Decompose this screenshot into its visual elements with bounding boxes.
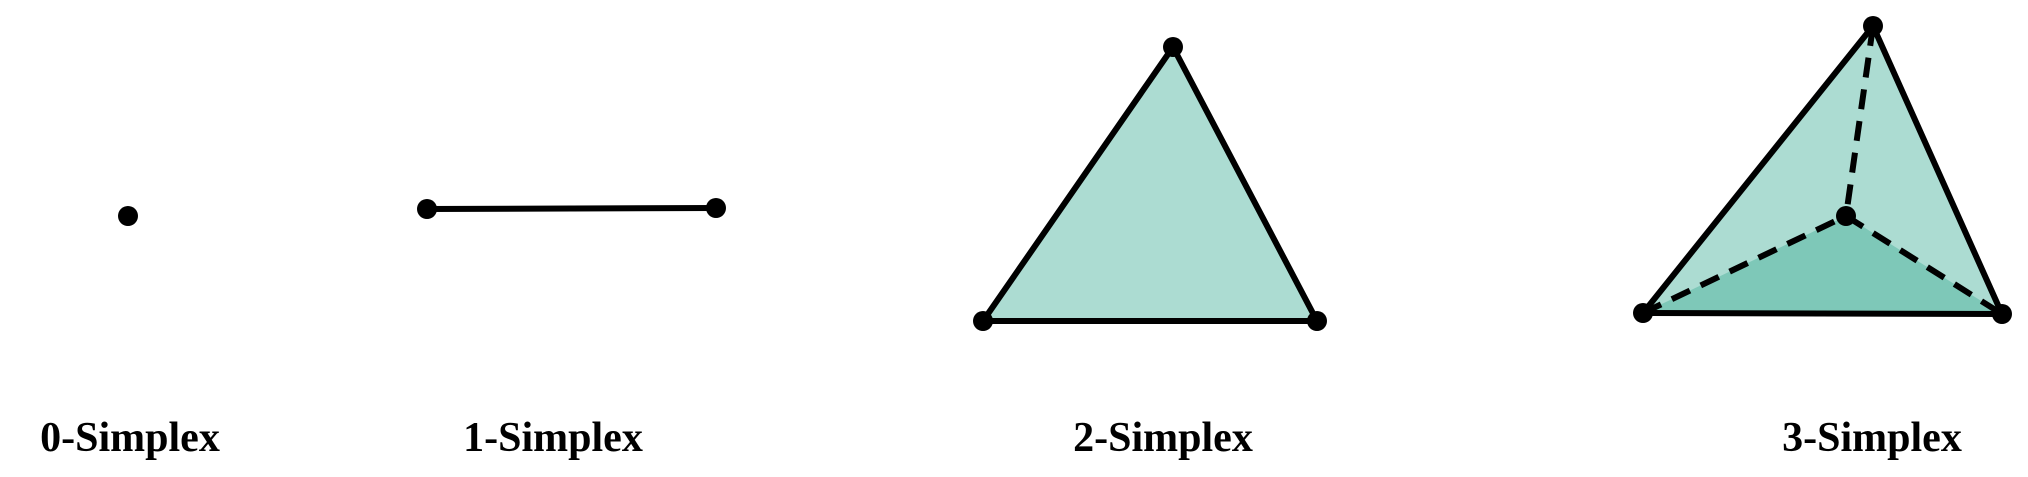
- vertex: [1307, 311, 1327, 331]
- vertex: [417, 199, 437, 219]
- edge: [426, 205, 717, 212]
- vertex: [118, 206, 138, 226]
- one-simplex: [417, 198, 726, 219]
- vertex: [1163, 37, 1183, 57]
- three-simplex: [1633, 16, 2012, 324]
- two-simplex-label: 2-Simplex: [1073, 415, 1253, 461]
- vertex: [973, 311, 993, 331]
- triangle-face: [980, 44, 1320, 324]
- vertex: [1863, 16, 1883, 36]
- vertex: [1992, 304, 2012, 324]
- zero-simplex-label: 0-Simplex: [40, 415, 220, 461]
- three-simplex-label: 3-Simplex: [1782, 415, 1962, 461]
- tetrahedron-outer-face: [1643, 26, 2002, 314]
- vertex: [1633, 303, 1653, 323]
- tetrahedron-outline: [1640, 23, 2005, 317]
- hidden-edge: [1641, 213, 1848, 316]
- zero-simplex: [118, 206, 138, 226]
- one-simplex-label: 1-Simplex: [463, 415, 643, 461]
- vertex: [1836, 206, 1856, 226]
- vertex: [706, 198, 726, 218]
- tetrahedron-bottom-face: [1643, 216, 2002, 314]
- two-simplex: [973, 37, 1327, 331]
